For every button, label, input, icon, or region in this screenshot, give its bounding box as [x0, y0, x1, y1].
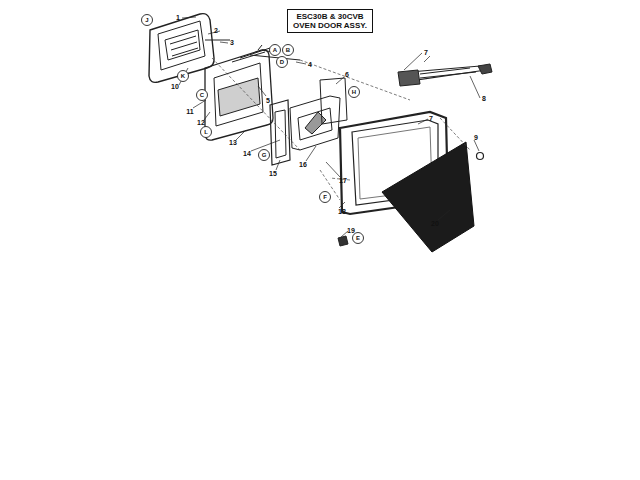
title-box: ESC30B & 30CVB OVEN DOOR ASSY. — [287, 9, 373, 33]
callout-number: 7 — [424, 49, 428, 56]
callout-number: 2 — [214, 27, 218, 34]
letter-circle — [283, 45, 294, 56]
reference-letter: H — [352, 89, 356, 95]
callout-number: 12 — [197, 119, 205, 126]
callout-number: 20 — [431, 220, 439, 227]
callout-number: 10 — [171, 83, 179, 90]
callout-number: 15 — [269, 170, 277, 177]
callout-number: 9 — [474, 134, 478, 141]
letter-circle — [353, 233, 364, 244]
reference-letter: A — [273, 47, 277, 53]
callout-number: 1 — [176, 14, 180, 21]
letter-circle — [320, 192, 331, 203]
letter-circle — [178, 71, 189, 82]
reference-letter: B — [286, 47, 290, 53]
letter-circle — [349, 87, 360, 98]
callout-number: 13 — [229, 139, 237, 146]
callout-number: 14 — [243, 150, 251, 157]
callout-number: 18 — [338, 208, 346, 215]
letter-circle — [277, 57, 288, 68]
callout-number: 4 — [308, 61, 312, 68]
callout-number: 3 — [230, 39, 234, 46]
letter-circle — [259, 150, 270, 161]
callout-number: 6 — [345, 71, 349, 78]
callout-number: 19 — [347, 227, 355, 234]
callout-number: 11 — [186, 108, 193, 115]
reference-letter: K — [181, 73, 185, 79]
callout-number: 16 — [299, 161, 307, 168]
reference-letter: J — [145, 17, 148, 23]
callout-number: 5 — [266, 97, 270, 104]
reference-letter: L — [204, 129, 208, 135]
reference-letter: F — [323, 194, 327, 200]
letter-circle — [201, 127, 212, 138]
reference-letter: E — [356, 235, 360, 241]
callout-number: 17 — [339, 177, 347, 184]
letter-circle — [142, 15, 153, 26]
letter-circle — [197, 90, 208, 101]
letter-circle — [270, 45, 281, 56]
reference-letter: G — [262, 152, 267, 158]
reference-letter: C — [200, 92, 204, 98]
callout-number: 7 — [429, 115, 433, 122]
reference-letter: D — [280, 59, 284, 65]
callout-number: 8 — [482, 95, 486, 102]
